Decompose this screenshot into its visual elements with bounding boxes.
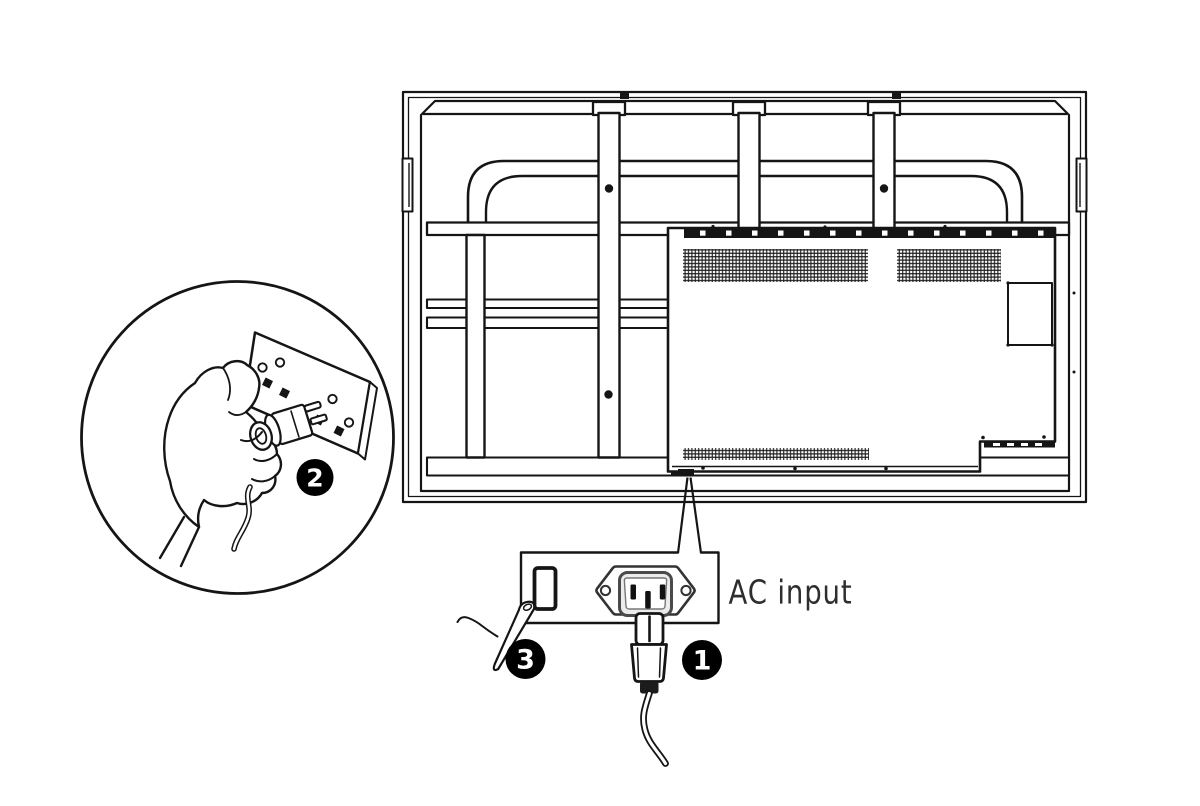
outlet-pin-hole (262, 377, 273, 389)
step-1-number: 1 (693, 646, 712, 677)
outlet-screw (327, 393, 338, 405)
compartment-step-strip (984, 441, 1055, 448)
right-edge-bracket (1075, 157, 1088, 213)
compartment-top-vent-strip (684, 228, 1055, 238)
wrist-line (158, 515, 186, 560)
ac-input-label: AC input (729, 573, 853, 612)
cutout-corner-mark (1006, 281, 1010, 285)
top-edge-clip (620, 92, 629, 99)
connector-panel-cutout (1007, 282, 1053, 346)
ac-inlet-callout: 1 3 AC input (456, 551, 853, 767)
mount-rail-left-leg (465, 233, 486, 459)
vent-grille-top-left (683, 249, 868, 282)
outlet-pin-hole (279, 387, 290, 399)
compartment-outline (666, 226, 1057, 473)
hand-holding-plug (158, 360, 328, 568)
compartment-screw (981, 435, 985, 440)
top-edge-clip (892, 92, 901, 99)
step-1-badge: 1 (682, 640, 722, 680)
finger-crease (228, 411, 247, 416)
finger-crease (222, 367, 231, 401)
vent-grille-bottom (683, 448, 869, 460)
step-strip-slots (993, 443, 1042, 446)
display-outer-frame-inner-line (407, 96, 1082, 498)
finger (492, 600, 536, 672)
frame-screw (1072, 291, 1076, 295)
vent-grille-top-right (897, 249, 1001, 282)
plug-housing-seam (290, 410, 300, 438)
vent-strip-slots (700, 230, 1044, 236)
inlet-screw-hole-left (599, 584, 612, 597)
screw-hole (604, 390, 613, 399)
step-3-badge: 3 (505, 639, 546, 679)
compartment-screw (884, 466, 888, 471)
cutout-corner-mark (1006, 343, 1010, 347)
curled-finger (240, 431, 263, 443)
compartment-screw (793, 466, 797, 471)
frame-screw (1072, 370, 1076, 374)
mount-crossbar-mid-upper (425, 298, 671, 310)
outlet-plate-edge (357, 381, 378, 461)
ac-inlet-location-mark (678, 469, 694, 476)
electronics-compartment (666, 226, 1057, 477)
power-cord-highlight (641, 691, 668, 766)
curled-finger (253, 453, 278, 463)
outlet-screw (274, 357, 286, 368)
finger-pressing-switch (456, 600, 536, 672)
power-cord-plug (630, 612, 669, 767)
screw-hole (604, 184, 614, 193)
compartment-screw (701, 466, 705, 470)
inlet-pin-slot-left (630, 584, 636, 600)
plug-body (630, 643, 668, 683)
plug-strain-relief (640, 681, 659, 694)
power-plug (249, 400, 328, 451)
inlet-pin-slot-right (659, 584, 666, 600)
step-2-number: 2 (306, 464, 323, 493)
hand-sketch-line (456, 616, 499, 638)
step-2-badge: 2 (296, 459, 334, 496)
inlet-screw-hole-right (680, 584, 692, 597)
callout-pointer (676, 477, 703, 554)
curled-finger (251, 475, 276, 483)
inlet-pin-slot-center (645, 591, 651, 609)
display-outer-frame (401, 90, 1088, 504)
power-switch (532, 566, 558, 611)
wall-outlet-inset: 2 (80, 280, 395, 595)
outlet-screw (257, 362, 268, 373)
plug-pin-top (303, 400, 322, 413)
mount-rail-3 (866, 100, 902, 236)
plug-pin-main (309, 413, 328, 426)
left-edge-bracket (401, 157, 414, 213)
mount-crossbar-mid-lower (425, 316, 671, 330)
cutout-corner-mark (1050, 343, 1054, 347)
wrist-line (179, 525, 201, 568)
outlet-power-cord-highlight (232, 485, 252, 551)
step-3-number: 3 (516, 645, 535, 676)
mount-rail-1 (591, 100, 627, 459)
screw-hole (879, 184, 889, 193)
compartment-foot (671, 471, 678, 477)
compartment-screw (1042, 435, 1046, 439)
plug-body-seam (636, 647, 640, 678)
display-back-panel (401, 90, 1088, 504)
plug-body-seam (658, 647, 662, 678)
mount-rail-2 (731, 100, 767, 236)
outlet-pin-hole (333, 425, 345, 437)
outlet-screw (343, 417, 355, 428)
fingernail (522, 603, 533, 612)
